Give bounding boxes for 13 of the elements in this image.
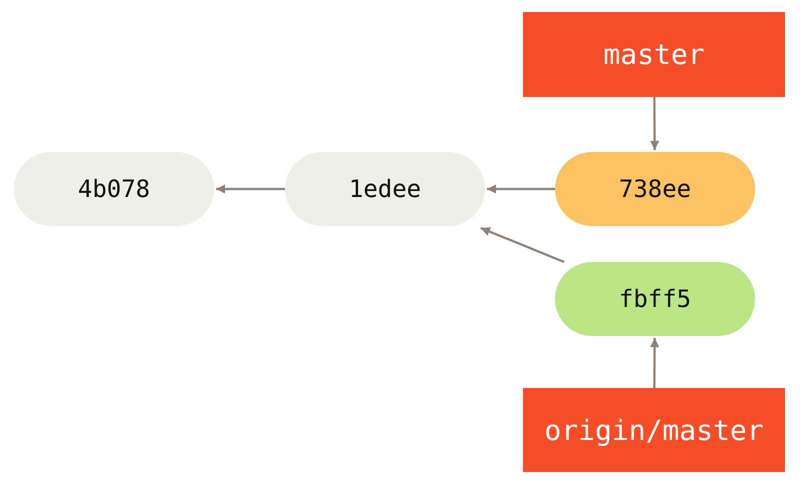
node-text: fbff5 bbox=[618, 285, 692, 313]
node-text: 4b078 bbox=[78, 175, 150, 203]
node-text: 738ee bbox=[618, 175, 692, 203]
arrow bbox=[487, 184, 555, 194]
arrow bbox=[480, 226, 565, 264]
branch-label bbox=[523, 388, 785, 472]
node-text: origin/master bbox=[544, 414, 764, 446]
node-text: master bbox=[603, 38, 705, 71]
branch-label bbox=[523, 12, 785, 97]
arrow bbox=[216, 184, 285, 194]
arrow bbox=[650, 97, 660, 150]
arrow bbox=[650, 338, 660, 388]
node-text: 1edee bbox=[348, 175, 422, 203]
